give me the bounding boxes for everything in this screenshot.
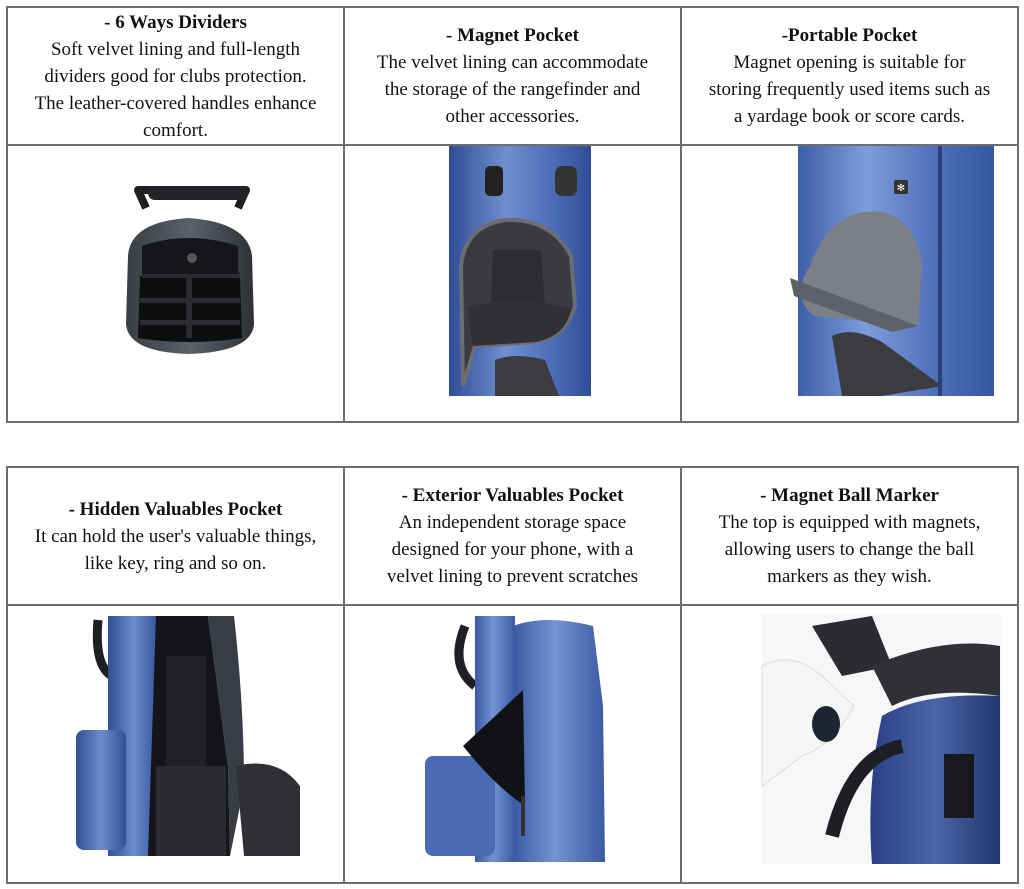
feature-desc-line: allowing users to change the ball	[724, 539, 975, 560]
feature-cell-6-ways-dividers: - 6 Ways Dividers Soft velvet lining and…	[8, 8, 345, 146]
feature-cell-portable-pocket: -Portable Pocket Magnet opening is suita…	[682, 8, 1017, 146]
feature-desc-line: designed for your phone, with a	[391, 539, 634, 560]
feature-cell-magnet-ball-marker: - Magnet Ball Marker The top is equipped…	[682, 468, 1017, 606]
feature-desc-line: An independent storage space	[398, 512, 627, 533]
feature-desc-line: Soft velvet lining and full-length	[50, 38, 301, 60]
feature-title: - Hidden Valuables Pocket	[68, 498, 283, 520]
feature-title: - 6 Ways Dividers	[104, 11, 247, 33]
feature-desc-line: the storage of the rangefinder and	[384, 79, 641, 100]
feature-table-top: - 6 Ways Dividers Soft velvet lining and…	[6, 6, 1019, 423]
feature-desc-line: storing frequently used items such as	[708, 79, 991, 100]
portable-pocket-photo: ✻	[682, 146, 1017, 421]
feature-desc-line: markers as they wish.	[767, 566, 932, 587]
feature-title: - Magnet Ball Marker	[760, 485, 939, 506]
feature-desc-line: Magnet opening is suitable for	[733, 52, 966, 73]
feature-desc-line: like key, ring and so on.	[84, 552, 267, 574]
feature-desc-line: The leather-covered handles enhance	[34, 92, 317, 114]
svg-text:✻: ✻	[897, 183, 905, 194]
feature-desc-line: dividers good for clubs protection.	[44, 65, 307, 87]
feature-desc-line: It can hold the user's valuable things,	[34, 525, 317, 547]
feature-desc-line: The velvet lining can accommodate	[376, 52, 649, 73]
feature-desc-line: other accessories.	[445, 106, 580, 127]
feature-desc-line: a yardage book or score cards.	[733, 106, 966, 127]
feature-title: -Portable Pocket	[781, 25, 918, 46]
magnet-pocket-photo	[345, 146, 682, 421]
feature-desc-line: comfort.	[143, 119, 208, 141]
feature-cell-hidden-valuables-pocket: - Hidden Valuables Pocket It can hold th…	[8, 468, 345, 606]
feature-title: - Magnet Pocket	[446, 25, 579, 46]
feature-title: - Exterior Valuables Pocket	[401, 485, 624, 506]
hidden-valuables-pocket-photo	[8, 606, 345, 882]
feature-desc-line: The top is equipped with magnets,	[718, 512, 981, 533]
feature-desc-line: velvet lining to prevent scratches	[386, 566, 639, 587]
magnet-ball-marker-photo	[682, 606, 1017, 882]
feature-table-bottom: - Hidden Valuables Pocket It can hold th…	[6, 466, 1019, 884]
exterior-valuables-pocket-photo	[345, 606, 682, 882]
feature-cell-magnet-pocket: - Magnet Pocket The velvet lining can ac…	[345, 8, 682, 146]
feature-cell-exterior-valuables-pocket: - Exterior Valuables Pocket An independe…	[345, 468, 682, 606]
golf-bag-top-dividers-photo	[8, 146, 345, 421]
